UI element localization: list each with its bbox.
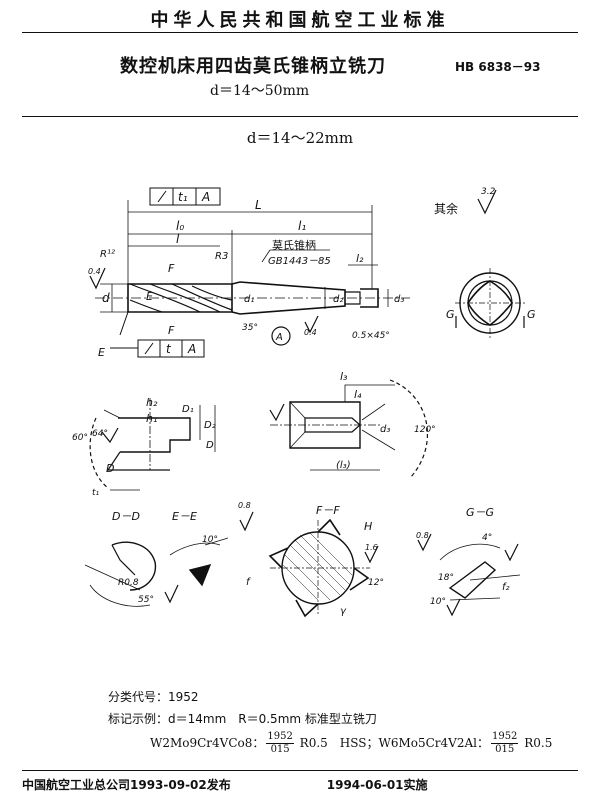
label-12deg: 12°	[368, 578, 384, 588]
tolerance-frames	[110, 187, 221, 358]
label-t: t	[166, 342, 172, 356]
label-a-circle: A	[275, 332, 283, 343]
label-f: f	[246, 577, 251, 588]
label-l0: l₀	[176, 219, 184, 233]
label-H: H	[364, 520, 372, 533]
title-rule	[22, 116, 578, 117]
section-f-f	[239, 511, 379, 618]
label-l3-paren: (l₃)	[336, 460, 351, 471]
end-view	[455, 268, 525, 338]
standard-number: HB 6838－93	[455, 60, 541, 74]
label-10deg-ee: 10°	[202, 535, 218, 545]
label-ra-16-ff: 1.6	[365, 543, 378, 552]
label-35deg: 35°	[242, 323, 258, 333]
footer-rule	[22, 770, 578, 771]
label-4deg: 4°	[482, 533, 492, 543]
label-f2: f₂	[502, 582, 510, 593]
section-ee-title: E－E	[172, 510, 197, 523]
label-ra-04-main: 0.4	[88, 267, 101, 276]
section-e-e	[164, 537, 229, 604]
label-55deg: 55°	[138, 595, 154, 605]
header-rule	[22, 32, 578, 33]
label-morse-taper: 莫氏锥柄	[272, 239, 316, 252]
label-a-bottom: A	[187, 342, 196, 356]
material-3: R0.5	[524, 736, 553, 750]
label-ra-08-ff: 0.8	[238, 501, 251, 510]
label-60deg-left: 60°	[72, 433, 88, 443]
section-ff-title: F－F	[316, 504, 340, 517]
label-E-inner: E	[146, 290, 153, 303]
marking-example: 标记示例：d＝14mm R＝0.5mm 标准型立铣刀	[108, 712, 377, 726]
size-range: d＝14～50mm	[210, 83, 310, 99]
section-dd-title: D－D	[112, 510, 140, 523]
label-D1: D₁	[182, 404, 194, 415]
section-g-g	[417, 533, 521, 617]
label-d1: d₁	[244, 294, 254, 305]
tang-detail	[269, 379, 428, 479]
detail-a-marker	[271, 326, 291, 346]
label-roughness-rest: 其余	[434, 201, 458, 216]
label-D: D	[206, 440, 214, 451]
label-L: L	[255, 198, 262, 212]
label-ra-04-shank: 0.4	[304, 328, 317, 337]
label-R: R¹²	[100, 249, 115, 260]
label-gamma: γ	[340, 606, 347, 617]
label-d4: d₃	[380, 424, 390, 435]
label-l4: l₄	[354, 388, 362, 401]
document-title: 数控机床用四齿莫氏锥柄立铣刀	[120, 56, 386, 77]
label-d3: d₃	[394, 294, 404, 305]
label-F-bottom: F	[168, 324, 175, 337]
label-G-left: G	[446, 308, 455, 321]
label-roughness-value: 3.2	[481, 187, 496, 197]
material-2: R0.5 HSS；W6Mo5Cr4V2Al：	[299, 736, 489, 750]
label-ra-08-gg: 0.8	[416, 531, 429, 540]
label-t1: t₁	[178, 190, 188, 204]
label-l2: l₂	[356, 252, 364, 265]
label-gb: GB1443－85	[268, 256, 331, 267]
label-d: d	[102, 291, 110, 305]
label-R3: R3	[215, 251, 228, 262]
section-range: d＝14～22mm	[246, 129, 354, 147]
label-l: l	[176, 232, 180, 246]
roughness-symbol	[477, 189, 497, 215]
section-gg-title: G－G	[466, 506, 494, 519]
classification-code: 分类代号：1952	[108, 690, 199, 704]
material-1: W2Mo9Cr4VCo8：	[150, 736, 265, 750]
label-F-top: F	[168, 262, 175, 275]
dimension-lines	[100, 200, 389, 313]
label-64deg: 64°	[92, 429, 108, 439]
label-60-120: 120°	[414, 425, 436, 435]
label-h2: h₂	[146, 396, 158, 409]
end-mill-side-view	[95, 281, 410, 315]
label-18deg: 18°	[438, 573, 454, 583]
section-d-d	[84, 541, 157, 607]
standard-header: 中华人民共和国航空工业标准	[150, 10, 450, 31]
label-E: E	[98, 346, 105, 359]
label-l3: l₃	[340, 370, 348, 383]
label-t1-detail: t₁	[92, 488, 100, 498]
label-r08: R0.8	[118, 578, 139, 588]
label-d2: d₂	[333, 294, 343, 305]
label-a-top: A	[201, 190, 210, 204]
label-G-right: G	[527, 308, 536, 321]
label-10deg-gg: 10°	[430, 597, 446, 607]
label-D2: D₂	[204, 420, 216, 431]
label-chamfer: 0.5×45°	[352, 331, 390, 341]
label-l1: l₁	[298, 219, 306, 233]
tooth-detail	[89, 398, 216, 491]
label-D-detail: D	[106, 462, 114, 475]
label-h1: h₁	[146, 412, 157, 425]
